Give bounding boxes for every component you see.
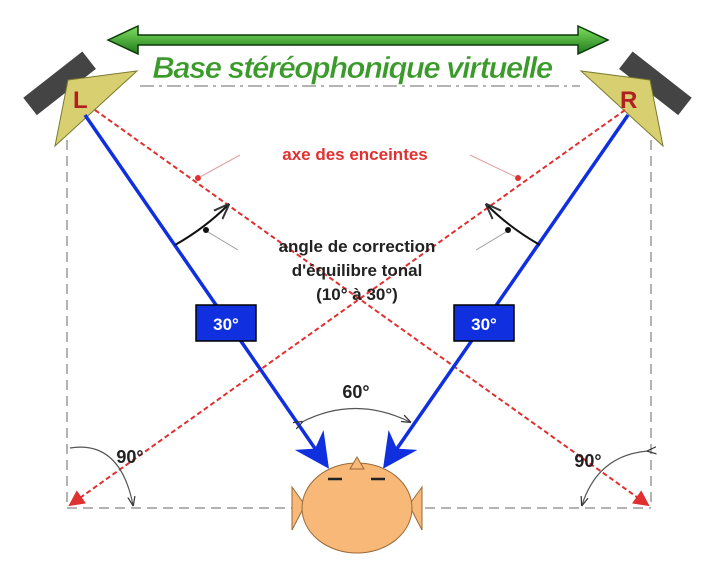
correction-arcs — [174, 205, 541, 246]
left-right-angle: 90° — [116, 447, 143, 467]
left-speaker: L — [23, 51, 139, 148]
right-30-badge: 30° — [471, 315, 497, 334]
axis-label: axe des enceintes — [282, 145, 428, 164]
speaker-axes — [68, 109, 650, 507]
right-speaker-label: R — [620, 87, 637, 114]
left-30-badge: 30° — [213, 315, 239, 334]
correction-line1: angle de correction — [279, 237, 436, 256]
stereo-base-arrow — [106, 24, 610, 56]
right-speaker: R — [579, 51, 692, 148]
correction-line3: (10° à 30°) — [316, 285, 398, 304]
title: Base stéréophonique virtuelle — [152, 50, 552, 85]
listener-head — [291, 456, 423, 554]
right-right-angle: 90° — [574, 451, 601, 471]
listening-lines — [83, 114, 630, 469]
correction-line2: d'équilibre tonal — [292, 261, 423, 280]
reference-frame — [66, 85, 652, 509]
left-speaker-label: L — [73, 87, 88, 114]
listening-angle: 60° — [342, 382, 369, 402]
